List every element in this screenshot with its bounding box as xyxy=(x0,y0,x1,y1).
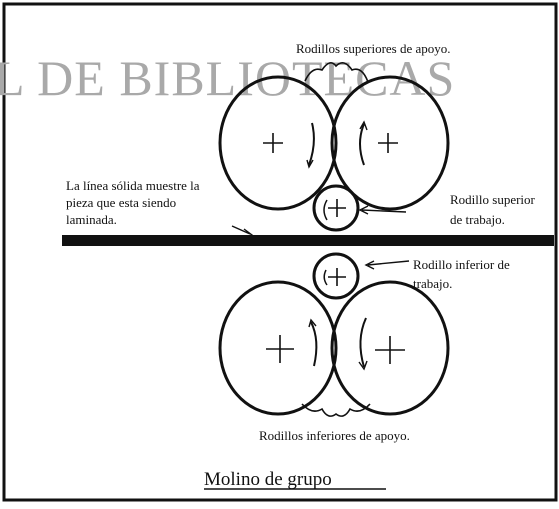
upper-backup-brace xyxy=(304,62,369,83)
lower-work-roll xyxy=(312,252,360,300)
upper-work-roll-pointer xyxy=(358,205,407,215)
lower-backup-brace xyxy=(301,403,371,417)
workpiece-strip xyxy=(62,235,554,246)
upper-work-roll xyxy=(312,184,360,232)
solid-line-label-2: pieza que esta siendo xyxy=(66,195,176,210)
upper-backup-roll-right xyxy=(330,75,450,211)
lower-backup-label: Rodillos inferiores de apoyo. xyxy=(259,428,410,443)
upper-work-roll-label-2: de trabajo. xyxy=(450,212,505,227)
diagram-title: Molino de grupo xyxy=(204,469,332,490)
solid-line-label-3: laminada. xyxy=(66,212,117,227)
solid-line-label-1: La línea sólida muestre la xyxy=(66,178,200,193)
lower-work-roll-label-1: Rodillo inferior de xyxy=(413,257,510,272)
upper-backup-roll-left xyxy=(218,75,338,211)
lower-backup-roll-right xyxy=(330,280,450,416)
upper-work-roll-label-1: Rodillo superior xyxy=(450,192,536,207)
lower-work-roll-pointer xyxy=(364,260,410,270)
frame xyxy=(2,2,558,502)
lower-backup-roll-left xyxy=(218,280,338,416)
lower-work-roll-label-2: trabajo. xyxy=(413,276,452,291)
upper-backup-label: Rodillos superiores de apoyo. xyxy=(296,41,451,56)
